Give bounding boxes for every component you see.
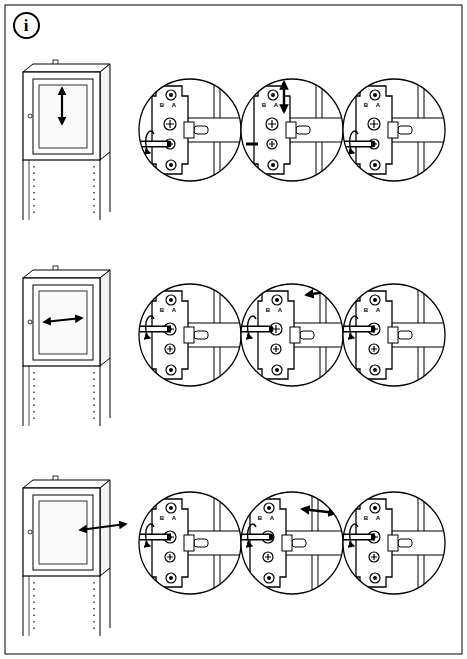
plate-marking: B [160, 102, 164, 108]
plate-marking: A [376, 307, 380, 313]
plate-marking: B [160, 515, 164, 521]
plate-marking: A [270, 515, 274, 521]
plate-marking: A [278, 307, 282, 313]
plate-marking: B [364, 515, 368, 521]
plate-marking: A [172, 307, 176, 313]
plate-marking: A [274, 102, 278, 108]
plate-marking: B [160, 307, 164, 313]
plate-marking: A [376, 515, 380, 521]
plate-marking: A [172, 515, 176, 521]
plate-marking: B [364, 102, 368, 108]
plate-marking: B [258, 515, 262, 521]
plate-marking: B [266, 307, 270, 313]
info-icon: i [13, 12, 40, 39]
plate-marking: B [262, 102, 266, 108]
plate-marking: B [364, 307, 368, 313]
plate-marking: A [172, 102, 176, 108]
plate-marking: A [376, 102, 380, 108]
info-letter: i [24, 17, 29, 34]
